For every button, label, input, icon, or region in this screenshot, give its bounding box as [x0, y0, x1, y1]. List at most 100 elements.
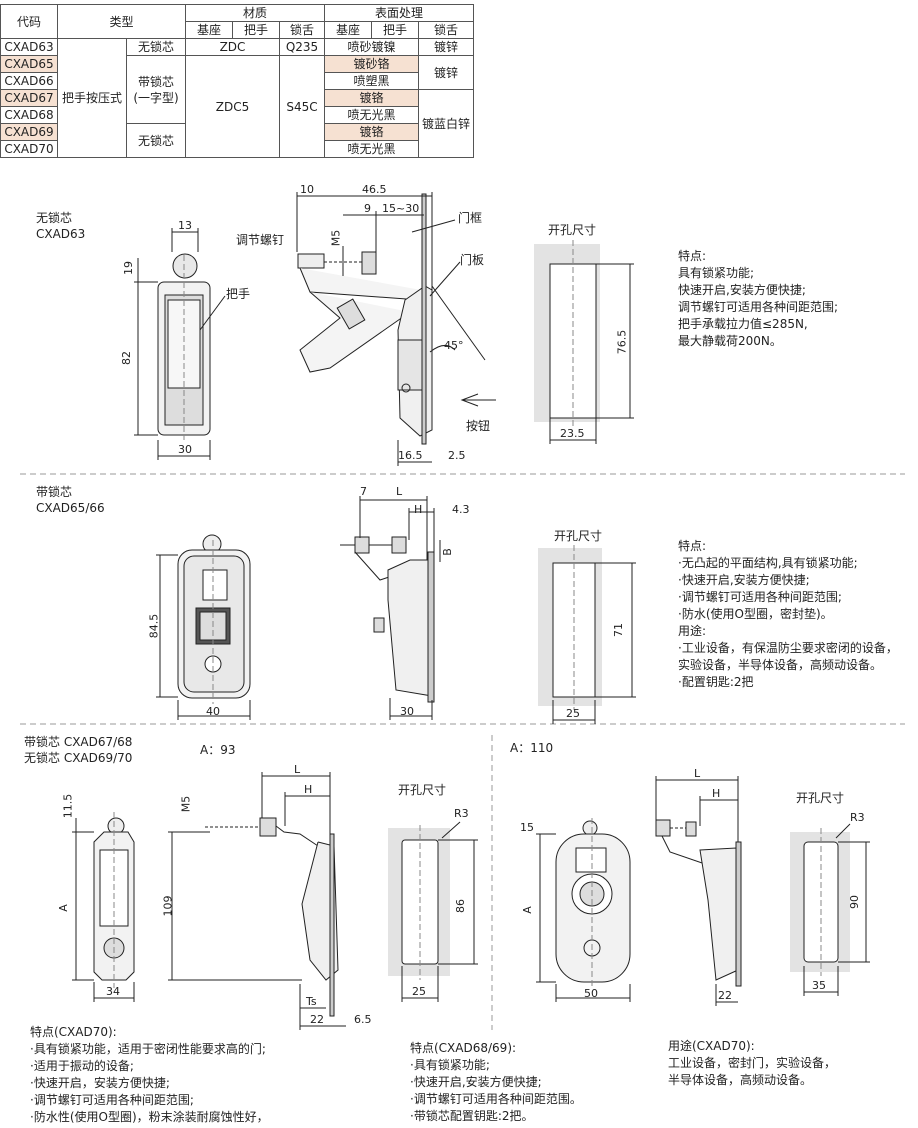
- dim-71: 71: [612, 623, 625, 637]
- cxad65-cutout: [538, 545, 636, 724]
- cxad65-front-view: [156, 534, 251, 720]
- dim-50: 50: [584, 987, 598, 1000]
- feature-line: 特点(CXAD70):: [30, 1025, 117, 1039]
- dim-46-5: 46.5: [362, 183, 387, 196]
- dim-10: 10: [300, 183, 314, 196]
- use-cxad70: 用途(CXAD70): 工业设备，密封门，实验设备， 半导体设备，高频动设备。: [668, 1038, 836, 1089]
- dim-15: 15: [520, 821, 534, 834]
- feature-line: 快速开启,安装方便快捷;: [678, 283, 806, 297]
- dim-B: B: [440, 548, 454, 556]
- dim-25b: 25: [412, 985, 426, 998]
- lock-with-label: 带锁芯: [137, 74, 174, 89]
- tongue-cell: 镀蓝白锌: [417, 89, 475, 158]
- th-type: 类型: [57, 4, 186, 39]
- sec1-title-2: CXAD63: [36, 227, 86, 241]
- tongue-cell: 镀锌: [417, 38, 475, 56]
- cxad67-side-view: [168, 772, 346, 1030]
- dim-2-5: 2.5: [448, 449, 466, 462]
- code-cell: CXAD67: [0, 89, 58, 107]
- label-handle: 把手: [226, 287, 251, 301]
- lock-none2: 无锁芯: [126, 123, 186, 158]
- dim-m5: M5: [329, 229, 343, 247]
- cutout-title: 开孔尺寸: [548, 223, 597, 237]
- label-screw: 调节螺钉: [236, 233, 285, 247]
- sec1-title-1: 无锁芯: [36, 211, 73, 225]
- surface-cell: 镀铬: [324, 89, 419, 107]
- feature-line: ·带锁芯配置钥匙:2把。: [410, 1109, 534, 1123]
- dim-90: 90: [848, 895, 861, 909]
- cxad69-front-view: [536, 818, 631, 1002]
- sec3-title-2: 无锁芯 CXAD69/70: [24, 751, 133, 765]
- feature-line: ·具有锁紧功能，适用于密闭性能要求高的门;: [30, 1042, 266, 1056]
- dim-22: 22: [310, 1013, 324, 1026]
- dim-16-5: 16.5: [398, 449, 423, 462]
- dim-76-5: 76.5: [615, 329, 629, 355]
- lock-with-sub: (一字型): [133, 90, 179, 105]
- feature-line: 最大静载荷200N。: [678, 334, 782, 348]
- feature-line: ·防水性(使用O型圈)，粉末涂装耐腐蚀性好，: [30, 1110, 269, 1124]
- dim-R3b: R3: [850, 811, 865, 824]
- th-sur-tongue: 锁舌: [417, 21, 475, 39]
- dim-82: 82: [120, 351, 133, 365]
- dim-30b: 30: [400, 705, 414, 718]
- feature-line: ·快速开启,安装方便快捷;: [678, 573, 810, 587]
- feature-line: ·适用于振动的设备;: [30, 1059, 134, 1073]
- a-93: A：93: [200, 743, 236, 757]
- code-cell: CXAD68: [0, 106, 58, 124]
- feature-line: ·快速开启,安装方便快捷;: [410, 1075, 542, 1089]
- dim-H-3a: H: [304, 783, 313, 796]
- mat-s45c: S45C: [279, 55, 325, 158]
- feature-line: ·工业设备，有保温防尘要求密闭的设备，: [678, 641, 898, 655]
- spec-table: 代码 类型 材质 表面处理 基座 把手 锁舌 基座 把手 锁舌 CXAD63 把…: [0, 4, 475, 158]
- sec2-features: 特点: ·无凸起的平面结构,具有锁紧功能; ·快速开启,安装方便快捷; ·调节螺…: [678, 538, 898, 691]
- sec3-cutout-title-2: 开孔尺寸: [796, 791, 845, 805]
- feature-line: ·调节螺钉可适用各种间距范围;: [30, 1093, 194, 1107]
- cxad69-side-view: [655, 776, 742, 1006]
- tongue-cell: 镀锌: [417, 55, 475, 90]
- dim-A-2: A: [520, 906, 534, 914]
- dim-L-3b: L: [694, 767, 701, 780]
- cxad63-side-view: [296, 192, 496, 466]
- cxad63-cutout: [534, 240, 634, 444]
- code-cell: CXAD70: [0, 140, 58, 158]
- th-mat-tongue: 锁舌: [279, 21, 325, 39]
- dim-m5b: M5: [179, 795, 193, 813]
- sec2-cutout-title: 开孔尺寸: [554, 529, 603, 543]
- feature-line: 特点(CXAD68/69):: [410, 1041, 517, 1055]
- feature-line: 实验设备，半导体设备，高频动设备。: [678, 658, 883, 672]
- sec2-title-2: CXAD65/66: [36, 501, 105, 515]
- dim-19: 19: [122, 261, 135, 275]
- dim-9: 9: [364, 202, 371, 215]
- dim-86: 86: [454, 899, 467, 913]
- label-frame: 门框: [458, 211, 483, 225]
- dim-84-5: 84.5: [147, 613, 161, 639]
- feature-line: 具有锁紧功能;: [678, 266, 755, 280]
- dim-R3: R3: [454, 807, 469, 820]
- dim-34: 34: [106, 985, 120, 998]
- code-cell: CXAD65: [0, 55, 58, 73]
- surface-cell: 喷无光黑: [324, 106, 419, 124]
- feature-line: ·无凸起的平面结构,具有锁紧功能;: [678, 556, 858, 570]
- dim-15-30: 15~30: [382, 202, 420, 215]
- dim-13: 13: [178, 219, 192, 232]
- dim-Ts: Ts: [306, 995, 317, 1008]
- feature-line: ·配置钥匙:2把: [678, 675, 754, 689]
- feature-line: 把手承载拉力值≤285N,: [678, 317, 808, 331]
- dim-30: 30: [178, 443, 192, 456]
- dim-L-3a: L: [294, 763, 301, 776]
- feature-line: ·具有锁紧功能;: [410, 1058, 490, 1072]
- feature-line: 调节螺钉可适用各种间距范围;: [678, 300, 839, 314]
- feature-line: 特点:: [678, 249, 707, 263]
- surface-cell: 喷无光黑: [324, 140, 419, 158]
- cxad67-front-view: [72, 812, 135, 1002]
- th-code: 代码: [0, 4, 58, 39]
- th-sur-base: 基座: [324, 21, 372, 39]
- sec2-title-1: 带锁芯: [36, 485, 73, 499]
- feature-line: 特点:: [678, 539, 707, 553]
- feature-line: ·调节螺钉可适用各种间距范围。: [410, 1092, 582, 1106]
- cxad63-front-view: [134, 228, 226, 460]
- dim-4-3: 4.3: [452, 503, 470, 516]
- feat-cxad70: 特点(CXAD70): ·具有锁紧功能，适用于密闭性能要求高的门; ·适用于振动…: [30, 1024, 269, 1126]
- dim-H-3b: H: [712, 787, 721, 800]
